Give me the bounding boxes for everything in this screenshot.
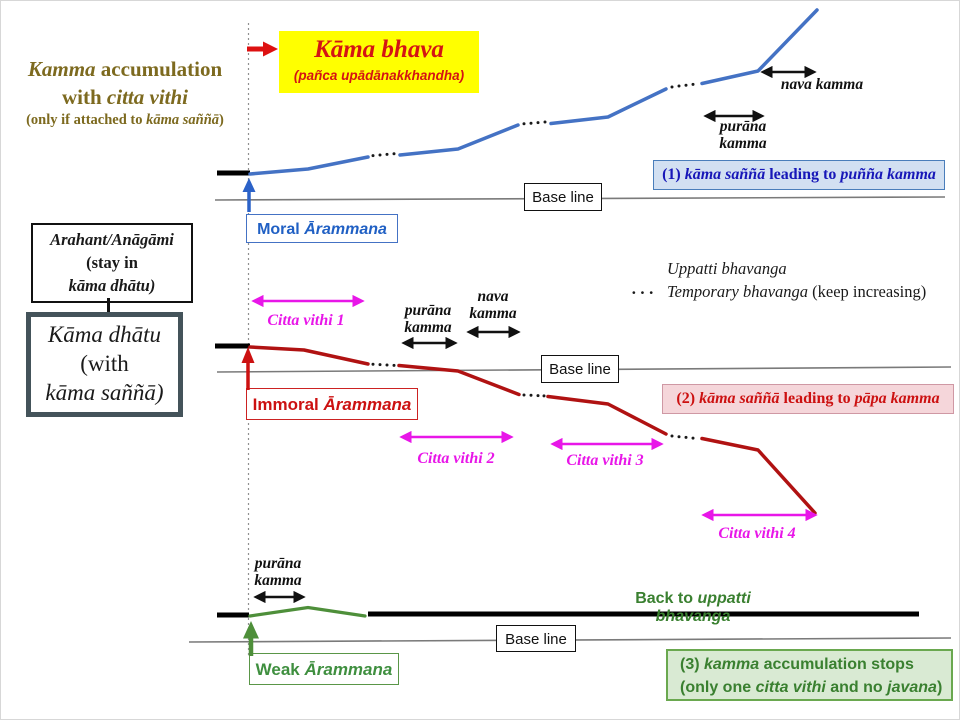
moral-arammana-word: Ārammana [304, 221, 387, 238]
arahant-anagami-box: Arahant/Anāgāmi (stay in kāma dhātu) [31, 223, 193, 303]
info3-l2-post: ) [936, 679, 943, 696]
purana-word: purāna [254, 555, 302, 572]
kama-dhatu-line2: (with [80, 351, 129, 376]
baseline-label-1: Base line [524, 183, 602, 211]
kamma-word: kamma [404, 319, 452, 336]
subtitle-post: ) [219, 112, 224, 128]
purana-kamma-label-s2: purāna kamma [400, 302, 456, 336]
info1-punna-kamma: puñña kamma [840, 166, 936, 183]
title-rest: accumulation [95, 57, 223, 81]
arahant-line1: Arahant/Anāgāmi [50, 230, 174, 249]
immoral-arammana-arrow-icon [241, 347, 255, 390]
baseline-label-2: Base line [541, 355, 619, 383]
legend-temporary-it: Temporary bhavanga [667, 282, 809, 301]
info2-num: (2) [676, 390, 700, 407]
kama-bhava-title: Kāma bhava [314, 36, 444, 63]
info3-kamma: kamma [704, 656, 760, 673]
legend-uppatti-label: Uppatti bhavanga [667, 259, 787, 278]
kama-bhava-subtitle: (pañca upādānakkhandha) [293, 68, 465, 83]
info2-papa-kamma: pāpa kamma [854, 390, 940, 407]
info1-num: (1) [662, 166, 685, 183]
legend-temporary-label: Temporary bhavanga (keep increasing) [667, 282, 926, 302]
page-title: Kamma accumulation with citta vithi (onl… [7, 55, 243, 130]
info3-num: (3) [680, 656, 704, 673]
kamma-word: kamma [254, 572, 302, 589]
immoral-arammana-word: Ārammana [323, 395, 412, 414]
nava-kamma-label-s1: nava kamma [780, 76, 864, 93]
info1-mid: leading to [765, 166, 841, 183]
subtitle-kama-sanna: kāma saññā [146, 112, 220, 128]
weak-word: Weak [255, 660, 305, 679]
temporary-dots-icon: ··· [631, 283, 658, 302]
title-word-kamma: Kamma [27, 57, 96, 81]
citta-vithi-3-label: Citta vithi 3 [566, 452, 644, 469]
temporary-bhavanga-dots-red [371, 362, 695, 440]
weak-arammana-word: Ārammana [304, 660, 393, 679]
arahant-line2: (stay in [86, 253, 138, 272]
weak-arammana-box: Weak Ārammana [249, 653, 399, 685]
immoral-word: Immoral [252, 395, 324, 414]
info3-javana: javana [887, 679, 937, 696]
weak-arammana-arrow-icon [243, 621, 259, 656]
nava-kamma-label-s2: nava kamma [463, 288, 523, 322]
info2-kama-sanna: kāma saññā [699, 390, 780, 407]
purana-word: purāna [404, 302, 452, 319]
moral-word: Moral [257, 221, 305, 238]
kamma-word: kamma [469, 305, 517, 322]
moral-arammana-box: Moral Ārammana [246, 214, 398, 243]
kamma-word: kamma [719, 135, 767, 152]
nava-word: nava [477, 288, 509, 305]
kama-bhava-arrow-icon [247, 41, 278, 57]
purana-kamma-label-s3: purāna kamma [250, 555, 306, 589]
back-pre: Back to [635, 590, 698, 607]
legend: Uppatti bhavanga ··· Temporary bhavanga … [631, 259, 926, 305]
kama-dhatu-line1: Kāma dhātu [47, 322, 162, 347]
info-box-accumulation-stops: (3) kamma accumulation stops (only one c… [666, 649, 953, 701]
box-connector-line [107, 298, 110, 313]
info3-citta-vithi: citta vithi [755, 679, 826, 696]
baseline-label-3: Base line [496, 625, 576, 652]
info3-post: accumulation stops [759, 656, 914, 673]
info2-mid: leading to [779, 390, 855, 407]
info3-l2-pre: (only one [680, 679, 756, 696]
purana-word: purāna [719, 118, 767, 135]
moral-arammana-arrow-icon [242, 178, 256, 212]
temporary-bhavanga-dots-blue [371, 82, 695, 158]
subtitle-pre: (only if attached to [26, 112, 147, 128]
info-box-papa-kamma: (2) kāma saññā leading to pāpa kamma [662, 384, 954, 414]
info1-kama-sanna: kāma saññā [684, 166, 766, 183]
info3-line2: (only one citta vithi and no javana) [680, 676, 951, 699]
citta-vithi-4-label: Citta vithi 4 [718, 525, 796, 542]
legend-row-temporary: ··· Temporary bhavanga (keep increasing) [631, 282, 926, 305]
kama-dhatu-line3: kāma saññā) [45, 380, 164, 405]
weak-kamma-curve [248, 605, 367, 618]
immoral-kamma-curve [248, 345, 817, 515]
purana-kamma-label-s1: purāna kamma [715, 118, 771, 152]
info3-line1: (3) kamma accumulation stops [680, 653, 951, 676]
kama-dhatu-box: Kāma dhātu (with kāma saññā) [26, 312, 183, 417]
legend-row-uppatti: Uppatti bhavanga [631, 259, 926, 282]
info-box-punna-kamma: (1) kāma saññā leading to puñña kamma [653, 160, 945, 190]
legend-temporary-rest: (keep increasing) [808, 282, 927, 301]
arahant-line3: kāma dhātu) [68, 276, 156, 295]
kama-bhava-box: Kāma bhava (pañca upādānakkhandha) [279, 31, 479, 93]
title-citta-vithi: citta vithi [106, 85, 188, 109]
title-with: with [61, 85, 107, 109]
citta-vithi-1-label: Citta vithi 1 [267, 312, 345, 329]
info3-l2-mid: and no [825, 679, 888, 696]
citta-vithi-2-label: Citta vithi 2 [417, 450, 495, 467]
back-to-uppatti-label: Back to uppatti bhavanga [599, 590, 787, 626]
immoral-arammana-box: Immoral Ārammana [246, 388, 418, 420]
